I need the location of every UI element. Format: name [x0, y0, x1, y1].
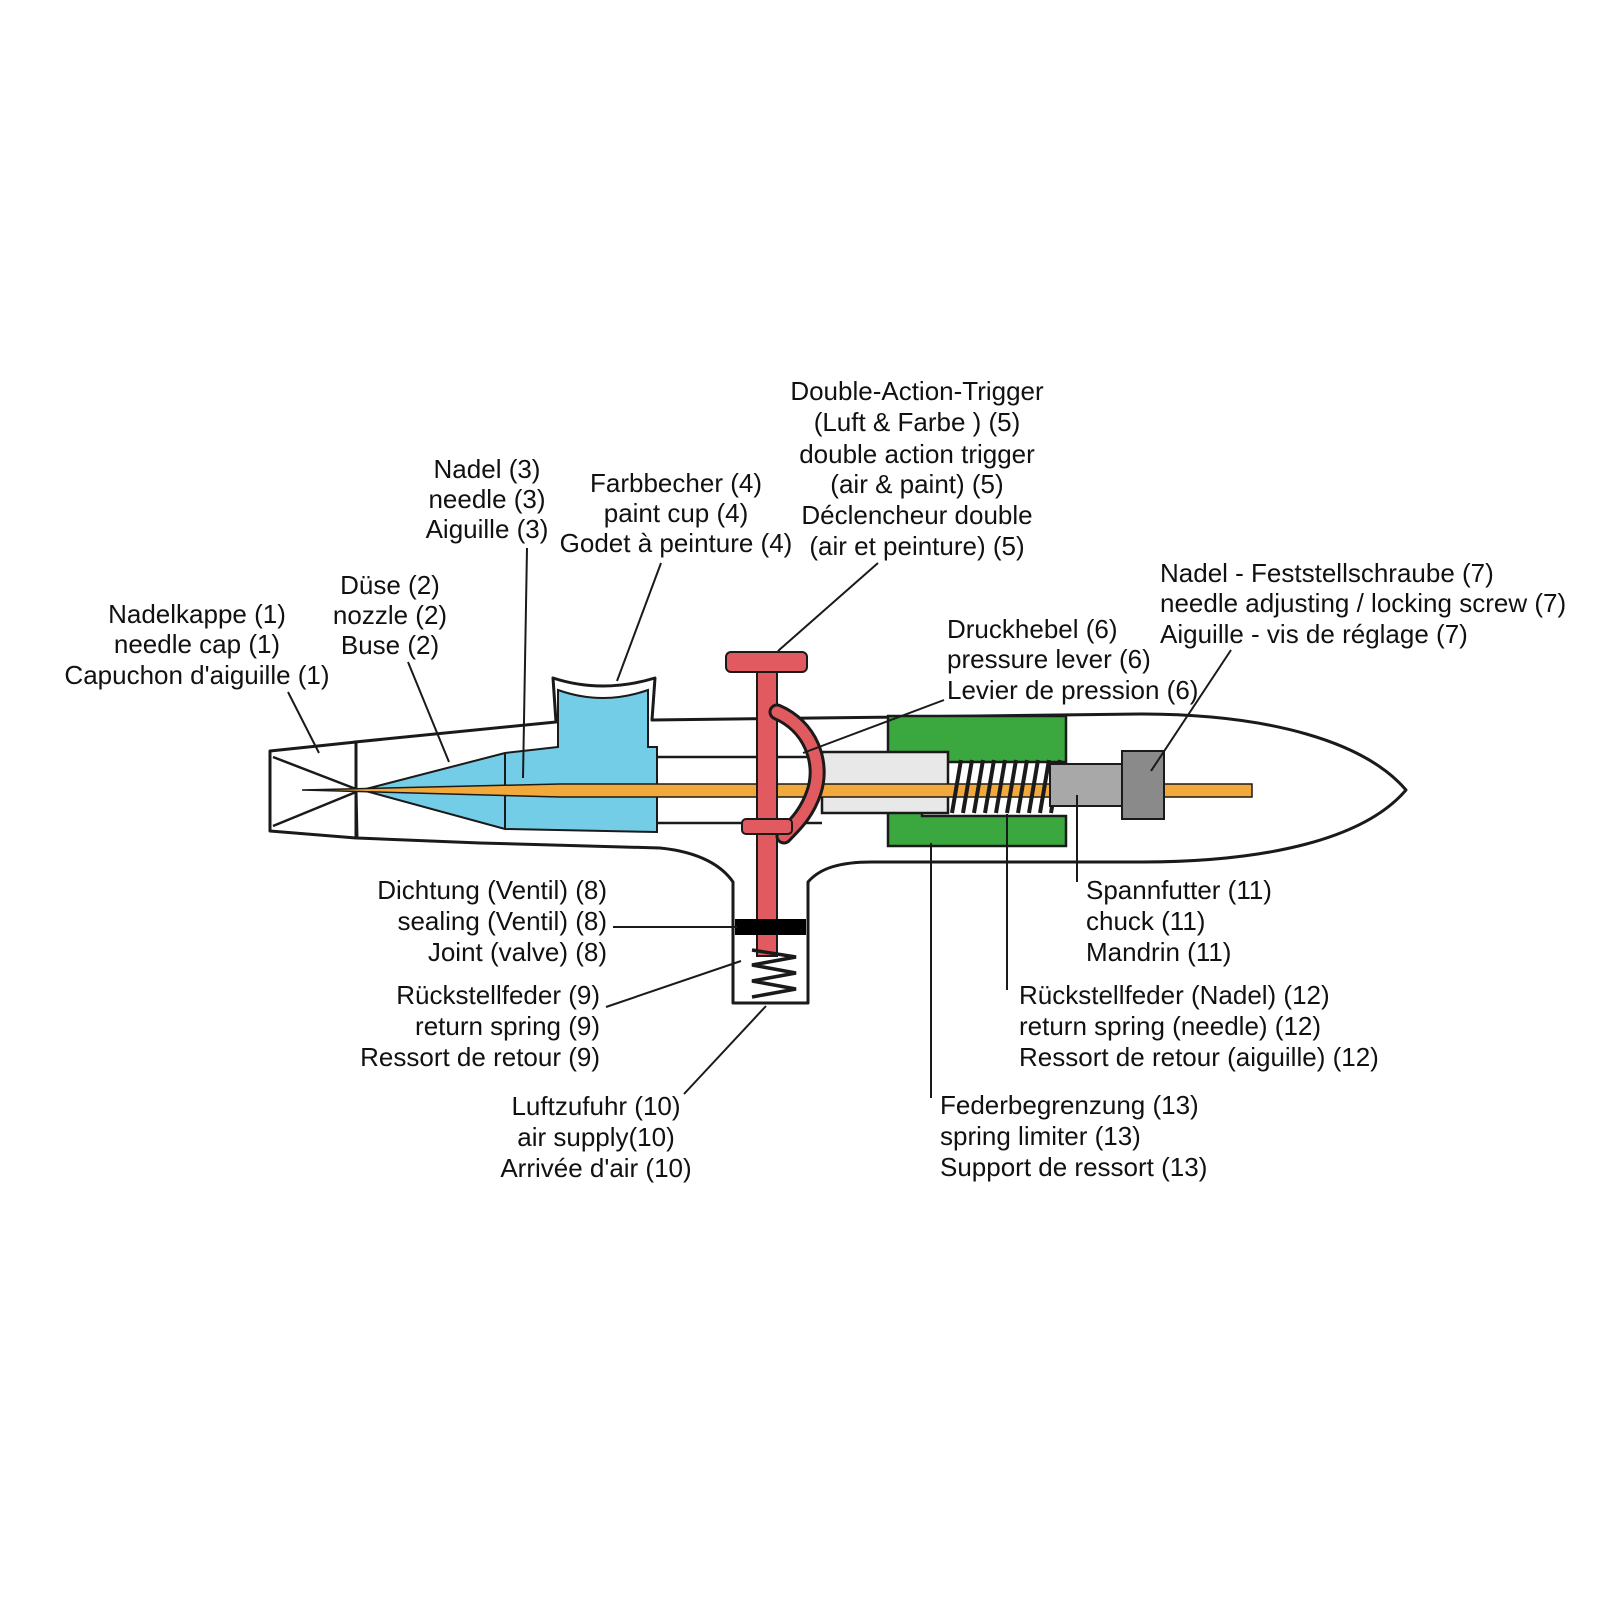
needle-cap-cone-lines	[272, 755, 357, 828]
label-sealing: Dichtung (Ventil) (8) sealing (Ventil) (…	[377, 875, 607, 967]
label-line: Rückstellfeder (Nadel) (12)	[1019, 980, 1330, 1010]
label-line: Druckhebel (6)	[947, 614, 1118, 644]
leader-nozzle	[407, 661, 450, 763]
label-line: Ressort de retour (9)	[360, 1042, 600, 1072]
label-line: Aiguille (3)	[426, 514, 549, 544]
label-line: pressure lever (6)	[947, 644, 1151, 674]
trigger-top-bar	[725, 651, 808, 673]
label-locking-screw: Nadel - Feststellschraube (7) needle adj…	[1160, 558, 1566, 649]
label-paint-cup: Farbbecher (4) paint cup (4) Godet à pei…	[560, 468, 793, 558]
label-line: chuck (11)	[1086, 906, 1205, 936]
label-line: (air & paint) (5)	[830, 469, 1003, 499]
label-line: spring limiter (13)	[940, 1121, 1141, 1151]
label-chuck: Spannfutter (11) chuck (11) Mandrin (11)	[1086, 875, 1272, 967]
trigger-assembly	[725, 651, 826, 957]
label-double-action-trigger: Double-Action-Trigger (Luft & Farbe ) (5…	[790, 376, 1044, 561]
label-line: Aiguille - vis de réglage (7)	[1160, 619, 1468, 649]
label-needle-cap: Nadelkappe (1) needle cap (1) Capuchon d…	[64, 599, 329, 690]
label-line: Dichtung (Ventil) (8)	[377, 875, 607, 905]
leader-return-spring	[605, 960, 742, 1008]
leader-paint-cup	[616, 562, 662, 682]
label-line: needle (3)	[428, 484, 545, 514]
label-line: Ressort de retour (aiguille) (12)	[1019, 1042, 1379, 1072]
label-line: air supply(10)	[517, 1122, 675, 1152]
label-line: (Luft & Farbe ) (5)	[814, 407, 1021, 437]
label-needle: Nadel (3) needle (3) Aiguille (3)	[426, 454, 549, 544]
trigger-bottom-bar	[741, 818, 793, 835]
label-line: return spring (needle) (12)	[1019, 1011, 1321, 1041]
label-line: Rückstellfeder (9)	[396, 980, 600, 1010]
label-line: Spannfutter (11)	[1086, 875, 1272, 905]
label-line: needle adjusting / locking screw (7)	[1160, 588, 1566, 618]
label-line: Düse (2)	[340, 570, 440, 600]
label-line: Farbbecher (4)	[590, 468, 762, 498]
label-line: Support de ressort (13)	[940, 1152, 1207, 1182]
label-line: Godet à peinture (4)	[560, 528, 793, 558]
label-line: needle cap (1)	[114, 629, 280, 659]
leader-locking-screw	[1150, 649, 1232, 772]
valve-return-spring-zigzag	[751, 948, 797, 999]
needle-return-spring-coils	[950, 759, 1062, 814]
label-spring-limiter: Federbegrenzung (13) spring limiter (13)…	[940, 1090, 1207, 1182]
pressure-lever-shape	[771, 706, 823, 842]
leader-air-supply	[683, 1005, 767, 1095]
spring-limiter-shape	[886, 714, 1068, 848]
label-line: nozzle (2)	[333, 600, 447, 630]
label-line: double action trigger	[799, 439, 1035, 469]
label-line: Nadelkappe (1)	[108, 599, 286, 629]
label-line: Capuchon d'aiguille (1)	[64, 660, 329, 690]
label-line: Luftzufuhr (10)	[511, 1091, 680, 1121]
leader-pressure-lever	[802, 699, 945, 754]
label-line: Nadel (3)	[434, 454, 541, 484]
label-pressure-lever: Druckhebel (6) pressure lever (6) Levier…	[947, 614, 1198, 705]
leader-lines	[287, 547, 1232, 1098]
label-line: Mandrin (11)	[1086, 937, 1231, 967]
leader-needle	[522, 547, 528, 779]
label-line: (air et peinture) (5)	[809, 531, 1024, 561]
leader-needle-cap	[287, 691, 320, 754]
label-line: Levier de pression (6)	[947, 675, 1198, 705]
label-return-spring-needle: Rückstellfeder (Nadel) (12) return sprin…	[1019, 980, 1379, 1072]
label-line: Double-Action-Trigger	[790, 376, 1044, 406]
label-nozzle: Düse (2) nozzle (2) Buse (2)	[333, 570, 447, 660]
label-line: Federbegrenzung (13)	[940, 1090, 1199, 1120]
chuck-body-block	[820, 750, 950, 815]
chuck-rod	[1049, 763, 1129, 807]
label-line: Déclencheur double	[801, 500, 1032, 530]
label-line: return spring (9)	[415, 1011, 600, 1041]
label-line: Arrivée d'air (10)	[500, 1153, 691, 1183]
label-line: Buse (2)	[341, 630, 439, 660]
label-line: paint cup (4)	[604, 498, 749, 528]
label-line: Joint (valve) (8)	[428, 937, 607, 967]
valve-seal-band	[735, 919, 806, 935]
label-return-spring-valve: Rückstellfeder (9) return spring (9) Res…	[360, 980, 600, 1072]
label-line: sealing (Ventil) (8)	[397, 906, 607, 936]
label-air-supply: Luftzufuhr (10) air supply(10) Arrivée d…	[500, 1091, 691, 1183]
leader-trigger	[777, 562, 879, 652]
label-line: Nadel - Feststellschraube (7)	[1160, 558, 1494, 588]
